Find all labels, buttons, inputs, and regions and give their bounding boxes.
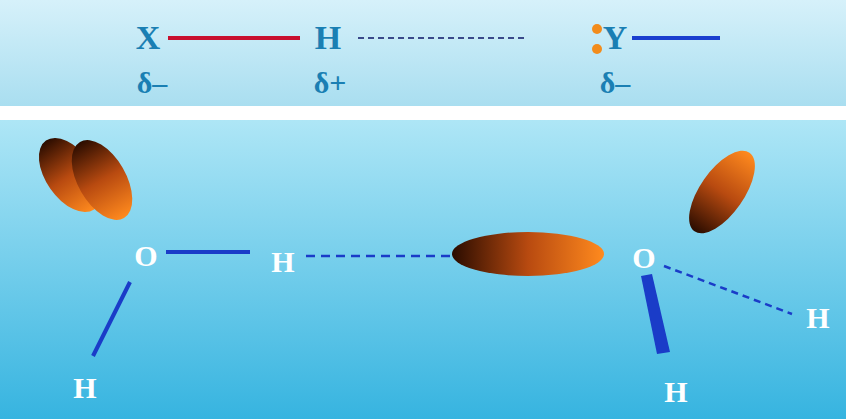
separator [0, 106, 846, 120]
lone-pair-lobe [676, 140, 767, 244]
lone-pair-dot [592, 24, 602, 34]
o-h-bond [93, 282, 130, 356]
hydrogen-bond [358, 37, 528, 39]
atom-symbol: Y [603, 21, 628, 55]
atom-symbol: X [136, 21, 161, 55]
atom-symbol: H [271, 247, 294, 277]
bottom-panel [0, 120, 846, 419]
atom-symbol: H [73, 373, 96, 403]
atom-symbol: H [664, 377, 687, 407]
o-h-dashed-bond [664, 266, 792, 314]
lone-pair-lobe [59, 130, 145, 230]
o-h-bond [166, 250, 250, 254]
top-panel [0, 0, 846, 106]
atom-symbol: O [632, 243, 655, 273]
o-h-wedge-bond [641, 274, 670, 354]
partial-charge: δ+ [314, 68, 347, 98]
atom-symbol: H [806, 303, 829, 333]
partial-charge: δ– [600, 68, 631, 98]
lone-pair-dot [592, 44, 602, 54]
partial-charge: δ– [137, 68, 168, 98]
hydrogen-bond [306, 255, 452, 258]
lone-pair-lobe [452, 232, 604, 276]
covalent-bond [632, 36, 720, 40]
covalent-bond [168, 36, 300, 40]
atom-symbol: O [134, 241, 157, 271]
atom-symbol: H [315, 21, 341, 55]
